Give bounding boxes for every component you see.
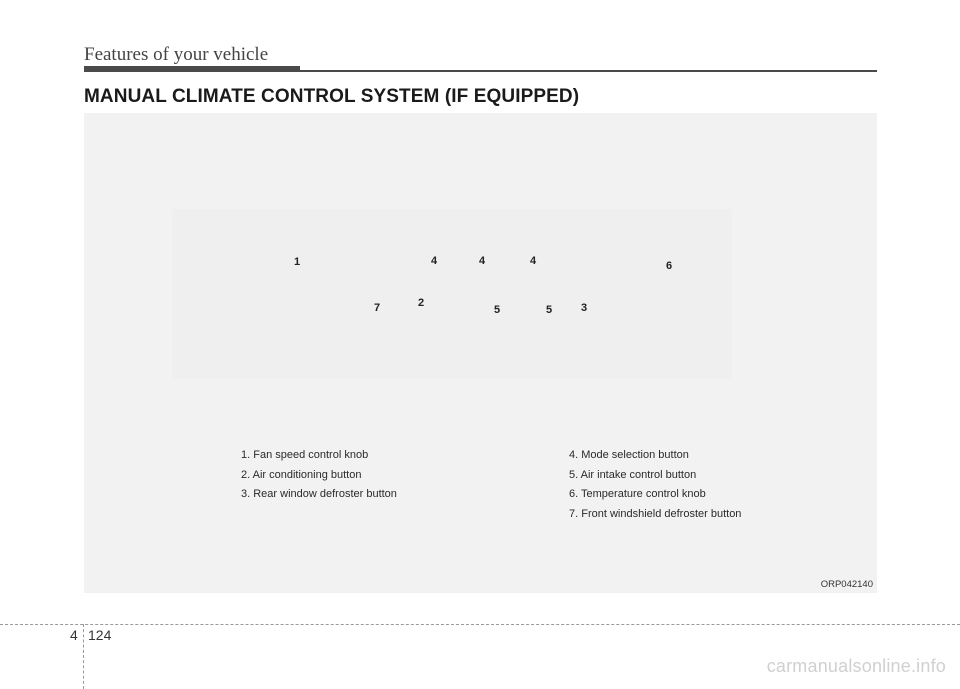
legend-item-6: 6. Temperature control knob <box>569 488 706 500</box>
watermark: carmanualsonline.info <box>766 656 946 676</box>
footer-dashed-divider <box>83 624 84 689</box>
callout-7: 7 <box>374 302 381 314</box>
legend-item-2: 2. Air conditioning button <box>241 468 362 481</box>
legend-item-3: 3. Rear window defroster button <box>241 488 397 500</box>
callout-3: 3 <box>581 302 588 314</box>
header-rule-thick <box>84 66 300 72</box>
section-title: MANUAL CLIMATE CONTROL SYSTEM (IF EQUIPP… <box>84 86 580 107</box>
callout-2: 2 <box>418 297 425 309</box>
legend-item-1: 1. Fan speed control knob <box>241 449 369 461</box>
callout-4a: 4 <box>431 255 438 267</box>
legend-item-4: 4. Mode selection button <box>569 449 689 461</box>
callout-1: 1 <box>294 256 301 268</box>
running-header-title: Features of your vehicle <box>84 44 269 65</box>
callout-4c: 4 <box>530 255 537 267</box>
header-rule-thin <box>300 70 877 72</box>
callout-5b: 5 <box>546 304 553 316</box>
climate-control-figure: 1 4 4 4 6 7 2 5 5 3 1. Fan speed control… <box>84 113 877 593</box>
chapter-number: 4 <box>70 627 78 643</box>
legend-item-5: 5. Air intake control button <box>569 468 697 481</box>
page-number: 124 <box>88 627 112 643</box>
legend-right: 4. Mode selection button 5. Air intake c… <box>569 446 741 524</box>
callout-6: 6 <box>666 260 673 272</box>
callout-4b: 4 <box>479 255 486 267</box>
footer-dashed-rule <box>0 624 960 625</box>
control-panel-illustration <box>172 209 732 379</box>
callout-5a: 5 <box>494 304 501 316</box>
legend-item-7: 7. Front windshield defroster button <box>569 507 742 520</box>
figure-code: ORP042140 <box>820 579 873 590</box>
legend-left: 1. Fan speed control knob 2. Air conditi… <box>241 446 397 505</box>
